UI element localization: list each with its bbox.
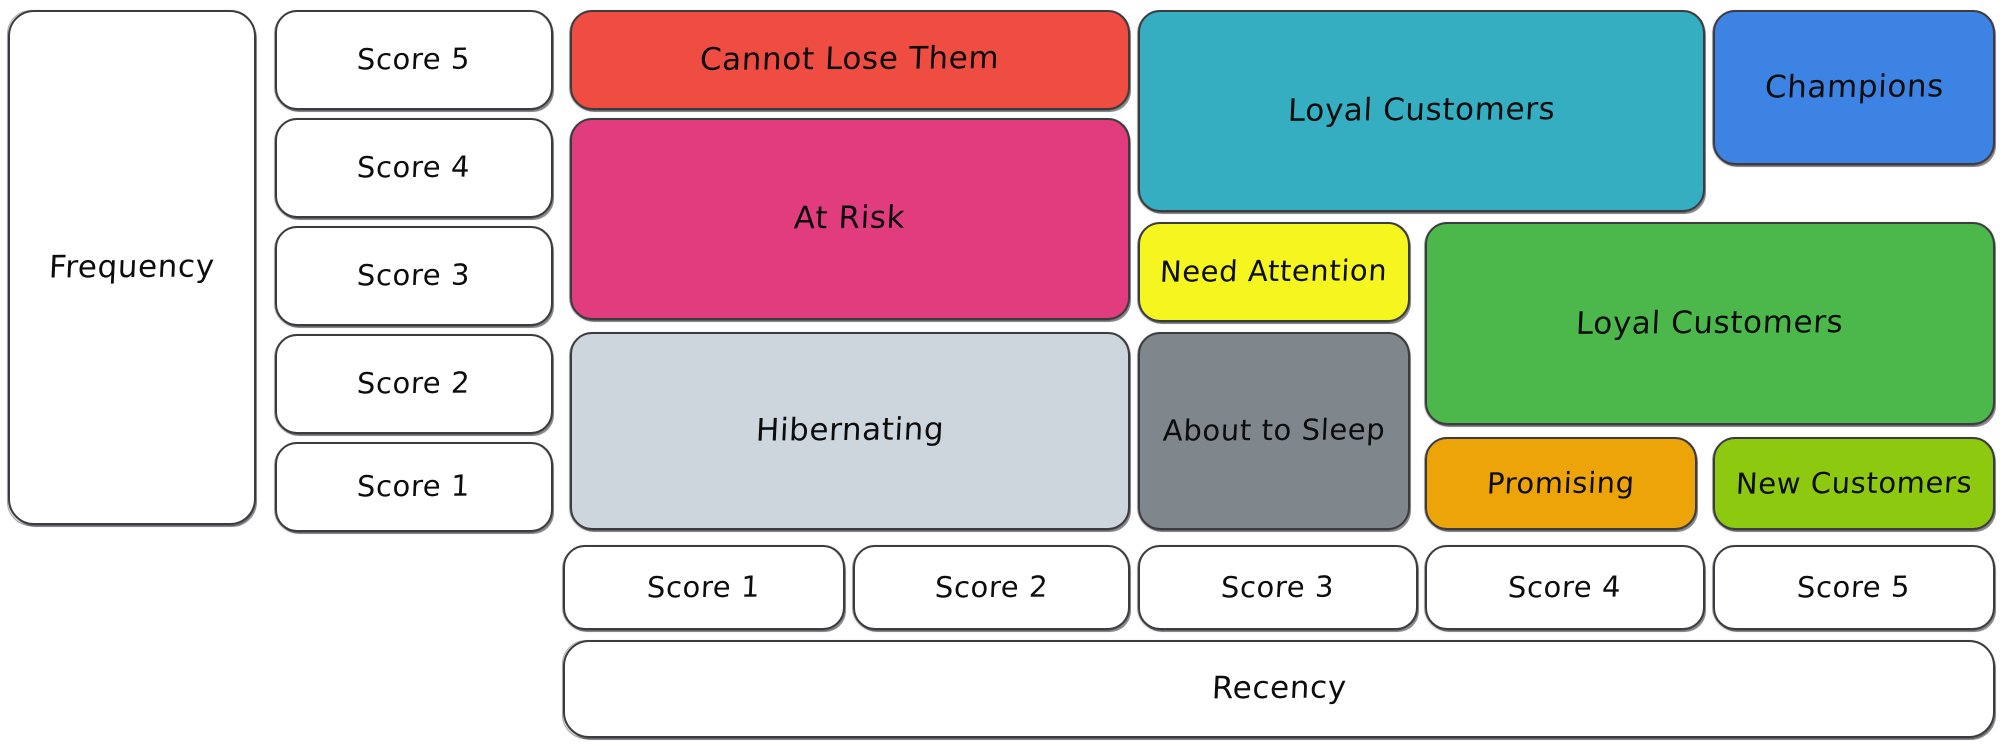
segment-champions[interactable]: Champions <box>1712 10 1995 166</box>
frequency-tick-label: Score 4 <box>356 149 472 185</box>
segment-label: About to Sleep <box>1162 412 1386 449</box>
segment-promising[interactable]: Promising <box>1424 437 1697 531</box>
recency-tick-label: Score 5 <box>1796 569 1912 605</box>
segment-label: Champions <box>1763 68 1945 106</box>
frequency-tick-label: Score 1 <box>356 468 472 504</box>
segment-cannot-lose-them[interactable]: Cannot Lose Them <box>569 10 1130 111</box>
frequency-tick-score-5: Score 5 <box>274 10 553 111</box>
recency-tick-label: Score 3 <box>1220 569 1336 605</box>
recency-tick-score-1: Score 1 <box>562 545 845 631</box>
segment-label: Promising <box>1486 465 1636 501</box>
recency-tick-score-4: Score 4 <box>1424 545 1705 631</box>
recency-tick-score-3: Score 3 <box>1137 545 1418 631</box>
recency-tick-score-5: Score 5 <box>1712 545 1995 631</box>
segment-label: Hibernating <box>755 411 946 449</box>
segment-hibernating[interactable]: Hibernating <box>569 332 1130 531</box>
segment-label: Loyal Customers <box>1575 303 1845 342</box>
segment-new-customers[interactable]: New Customers <box>1712 437 1995 531</box>
frequency-tick-score-4: Score 4 <box>274 118 553 219</box>
segment-loyal-customers-lower[interactable]: Loyal Customers <box>1424 222 1995 426</box>
segment-label: Cannot Lose Them <box>699 40 1001 79</box>
segment-need-attention[interactable]: Need Attention <box>1137 222 1410 323</box>
segment-label: Need Attention <box>1159 253 1389 290</box>
segment-label: Loyal Customers <box>1287 91 1557 129</box>
frequency-axis-label: Frequency <box>48 248 216 286</box>
frequency-tick-label: Score 3 <box>356 257 472 293</box>
frequency-tick-score-1: Score 1 <box>274 442 553 533</box>
frequency-tick-score-3: Score 3 <box>274 226 553 327</box>
frequency-tick-label: Score 2 <box>356 365 472 401</box>
recency-tick-label: Score 1 <box>646 569 762 605</box>
frequency-axis-title: Frequency <box>7 10 256 526</box>
segment-at-risk[interactable]: At Risk <box>569 118 1130 321</box>
frequency-tick-score-2: Score 2 <box>274 334 553 435</box>
segment-about-to-sleep[interactable]: About to Sleep <box>1137 332 1410 531</box>
segment-label: At Risk <box>793 199 907 237</box>
segment-label: New Customers <box>1735 465 1973 501</box>
recency-tick-label: Score 2 <box>934 569 1049 605</box>
recency-axis-label: Recency <box>1210 669 1348 707</box>
frequency-tick-label: Score 5 <box>356 41 472 77</box>
recency-axis-title: Recency <box>562 640 1995 739</box>
segment-loyal-customers-upper[interactable]: Loyal Customers <box>1137 10 1705 213</box>
recency-tick-score-2: Score 2 <box>852 545 1130 631</box>
recency-tick-label: Score 4 <box>1507 569 1623 605</box>
